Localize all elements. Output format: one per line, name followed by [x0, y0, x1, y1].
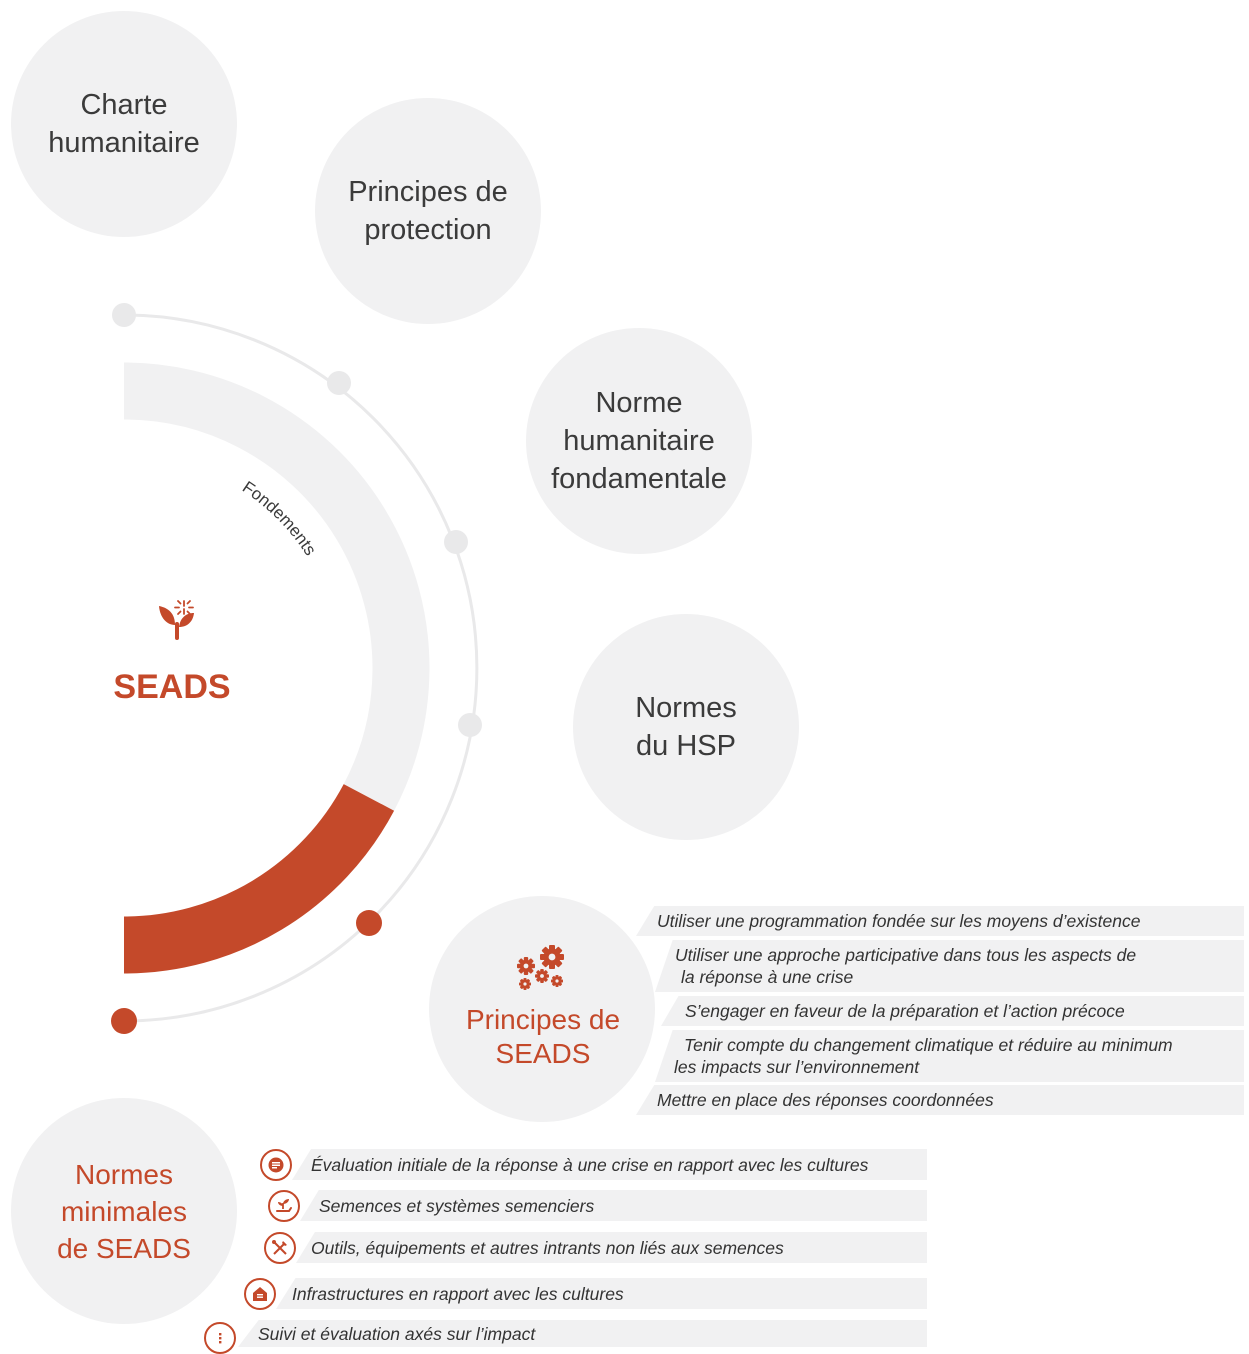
- qualite-arc: [123, 783, 395, 974]
- norme-band: Suivi et évaluation axés sur l’impact: [238, 1320, 927, 1347]
- norme-text: Outils, équipements et autres intrants n…: [311, 1237, 784, 1258]
- arc-dot-red: [111, 1008, 137, 1034]
- norme-text: Infrastructures en rapport avec les cult…: [292, 1283, 624, 1304]
- seads-title: SEADS: [113, 668, 231, 706]
- monitoring-icon: [204, 1322, 236, 1354]
- gears-icon: [517, 945, 564, 990]
- principe-text: S’engager en faveur de la préparation et…: [685, 1001, 1125, 1021]
- arc-dot-red: [356, 910, 382, 936]
- seed-hand-icon: [268, 1190, 300, 1222]
- principes-seads-title: Principes de SEADS: [465, 1004, 621, 1069]
- norme-text: Évaluation initiale de la réponse à une …: [311, 1154, 869, 1175]
- circle-principes-seads: [429, 896, 655, 1122]
- arc-dot: [444, 530, 468, 554]
- circle-label: Charte humanitaire: [48, 89, 200, 159]
- norme-text: Semences et systèmes semenciers: [319, 1195, 595, 1216]
- circle-charte-humanitaire: Charte humanitaire: [11, 11, 237, 237]
- principe-band: Utiliser une programmation fondée sur le…: [636, 906, 1244, 936]
- norme-text: Suivi et évaluation axés sur l’impact: [258, 1323, 536, 1344]
- principe-text: les impacts sur l’environnement: [674, 1057, 920, 1077]
- outer-arc-line: [123, 313, 479, 1023]
- assessment-icon: [260, 1149, 292, 1181]
- circle-norme-humanitaire-fondamentale: Norme humanitaire fondamentale: [526, 328, 752, 554]
- principe-band: Utiliser une approche participative dans…: [655, 940, 1244, 992]
- circle-label: Norme humanitaire fondamentale: [551, 387, 727, 495]
- principe-text: Utiliser une programmation fondée sur le…: [657, 911, 1141, 931]
- fondements-arc: [123, 362, 430, 811]
- norme-band: Semences et systèmes semenciers: [300, 1190, 927, 1221]
- arc-dot: [458, 713, 482, 737]
- norme-band: Infrastructures en rapport avec les cult…: [276, 1278, 927, 1309]
- principe-band: Tenir compte du changement climatique et…: [655, 1030, 1244, 1082]
- arc-dot: [112, 303, 136, 327]
- circle-normes-minimales: Normes minimales de SEADS: [11, 1098, 237, 1324]
- circle-label: Principes de protection: [348, 176, 508, 246]
- principe-text: Utiliser une approche participative dans…: [675, 945, 1137, 965]
- norme-band: Évaluation initiale de la réponse à une …: [292, 1149, 927, 1180]
- circle-label: Normes du HSP: [635, 692, 737, 762]
- seedling-icon: [159, 600, 194, 640]
- principe-text: la réponse à une crise: [681, 967, 854, 987]
- principe-text: Mettre en place des réponses coordonnées: [657, 1090, 994, 1110]
- principe-band: Mettre en place des réponses coordonnées: [636, 1085, 1244, 1115]
- circle-normes-hsp: Normes du HSP: [573, 614, 799, 840]
- circle-label: Normes minimales de SEADS: [57, 1158, 191, 1264]
- arc-dot: [327, 371, 351, 395]
- norme-band: Outils, équipements et autres intrants n…: [296, 1232, 927, 1263]
- principe-band: S’engager en faveur de la préparation et…: [661, 996, 1244, 1026]
- tools-icon: [264, 1232, 296, 1264]
- storage-building-icon: [244, 1278, 276, 1310]
- circle-principes-protection: Principes de protection: [315, 98, 541, 324]
- principe-text: Tenir compte du changement climatique et…: [684, 1035, 1173, 1055]
